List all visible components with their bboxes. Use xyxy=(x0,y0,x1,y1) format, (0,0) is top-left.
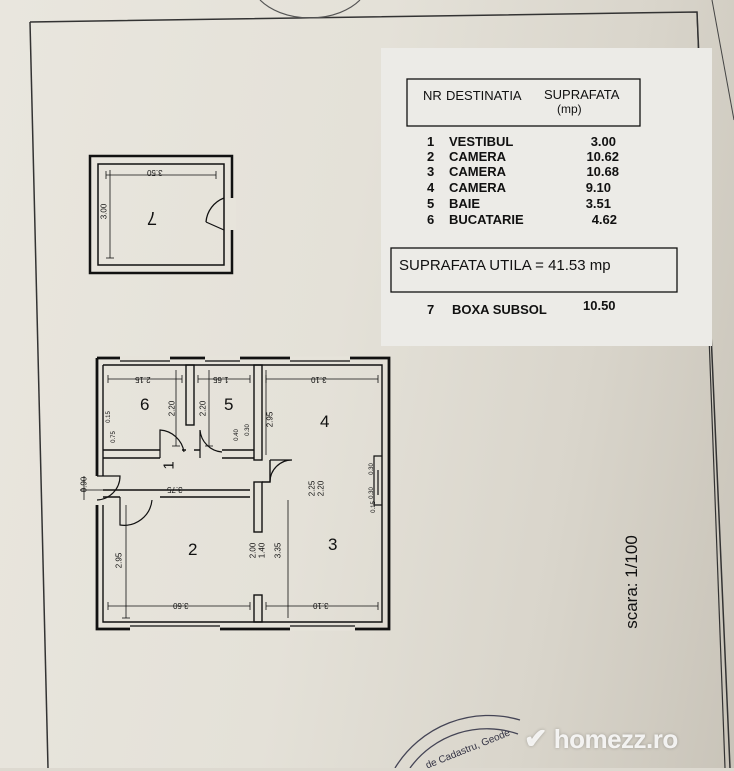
legend-room-name: BUCATARIE xyxy=(449,212,524,227)
legend-room-area: 3.00 xyxy=(590,134,616,149)
legend-room-nr: 6 xyxy=(427,212,435,227)
legend-room-nr: 3 xyxy=(427,164,435,179)
room-number-6: 6 xyxy=(140,395,150,414)
legend-basement-nr: 7 xyxy=(427,302,435,317)
dim-room34-a: 2.25 xyxy=(307,480,317,497)
dimension-lines xyxy=(80,370,379,619)
legend-room-area: 10.68 xyxy=(586,164,619,179)
door-swings xyxy=(96,429,382,526)
basement-box-room-7 xyxy=(88,154,236,275)
dim-box-height: 3.00 xyxy=(99,203,109,220)
legend-room-nr: 1 xyxy=(427,134,435,149)
dim-room3-width: 3.10 xyxy=(313,601,329,610)
dim-box-width: 3.50 xyxy=(147,168,163,177)
room-number-2: 2 xyxy=(188,540,198,559)
legend-header-nr: NR xyxy=(423,88,442,103)
dim-room4-height: 2.95 xyxy=(265,411,275,428)
dim-wall-a: 2.00 xyxy=(248,542,258,559)
window-marks xyxy=(120,356,355,631)
legend-header-destinatia: DESTINATIA xyxy=(446,88,522,103)
legend-basement-name: BOXA SUBSOL xyxy=(452,302,547,317)
sheet-border-left xyxy=(29,21,49,768)
legend-room-area: 4.62 xyxy=(591,212,617,227)
legend-room-nr: 5 xyxy=(427,196,435,211)
scale-label: scara: 1/100 xyxy=(622,535,641,629)
legend-frames xyxy=(390,78,678,293)
legend-room-nr: 4 xyxy=(427,180,435,195)
dim-kitchen-win: 0.15 xyxy=(105,411,112,423)
legend-room-area: 10.62 xyxy=(586,149,619,164)
dim-room34-b: 2.20 xyxy=(316,480,326,497)
legend-header-unit: (mp) xyxy=(557,102,582,116)
dim-bath-win: 0.30 xyxy=(244,424,251,436)
cadastre-stamp xyxy=(394,714,521,768)
dim-room2-height: 2.95 xyxy=(114,552,124,569)
dim-room4-width: 3.10 xyxy=(311,375,327,384)
room-number-7: 7 xyxy=(147,208,158,228)
room-number-5: 5 xyxy=(224,395,234,414)
room-number-4: 4 xyxy=(320,412,330,431)
dim-bath-width: 1.65 xyxy=(213,375,229,384)
dim-room3-height: 3.35 xyxy=(273,542,283,559)
dim-room4-win-c: 0.15 xyxy=(370,501,377,513)
legend-room-name: CAMERA xyxy=(449,164,507,179)
legend-header-suprafata: SUPRAFATA xyxy=(544,87,620,102)
dim-bath-height: 2.20 xyxy=(198,400,208,417)
dim-hall-width: 3.75 xyxy=(167,485,183,494)
legend-room-name: CAMERA xyxy=(449,180,507,195)
dim-hall-door: 0.90 xyxy=(79,476,89,493)
dim-room4-win-b: 0.30 xyxy=(368,487,375,499)
legend-basement-area: 10.50 xyxy=(583,298,616,313)
apartment-walls xyxy=(95,356,391,631)
dim-bath-small: 0.40 xyxy=(233,429,240,441)
dim-kitchen-width: 2.15 xyxy=(135,375,151,384)
sheet-border-edge xyxy=(711,0,734,121)
watermark-check-icon: ✔ xyxy=(524,723,547,754)
legend-panel xyxy=(381,48,712,346)
dim-wall-b: 1.40 xyxy=(257,542,267,559)
dim-room2-width: 3.60 xyxy=(173,601,189,610)
dim-room4-win-a: 0.30 xyxy=(368,463,375,475)
top-stamp-fragment xyxy=(259,0,361,19)
legend-room-area: 3.51 xyxy=(585,196,611,211)
room-number-3: 3 xyxy=(328,535,338,554)
dim-kitchen-height: 2.20 xyxy=(167,400,177,417)
homezz-watermark: ✔ homezz.ro xyxy=(524,722,678,762)
legend-total: SUPRAFATA UTILA = 41.53 mp xyxy=(399,257,611,274)
legend-room-area: 9.10 xyxy=(585,180,611,195)
legend-room-nr: 2 xyxy=(427,149,435,164)
legend-room-name: BAIE xyxy=(449,196,481,211)
dim-kitchen-small: 0.75 xyxy=(110,431,117,443)
watermark-text: homezz.ro xyxy=(553,724,679,754)
legend-room-name: VESTIBUL xyxy=(449,134,514,149)
room-number-1: 1 xyxy=(160,461,178,470)
legend-room-name: CAMERA xyxy=(449,149,507,164)
